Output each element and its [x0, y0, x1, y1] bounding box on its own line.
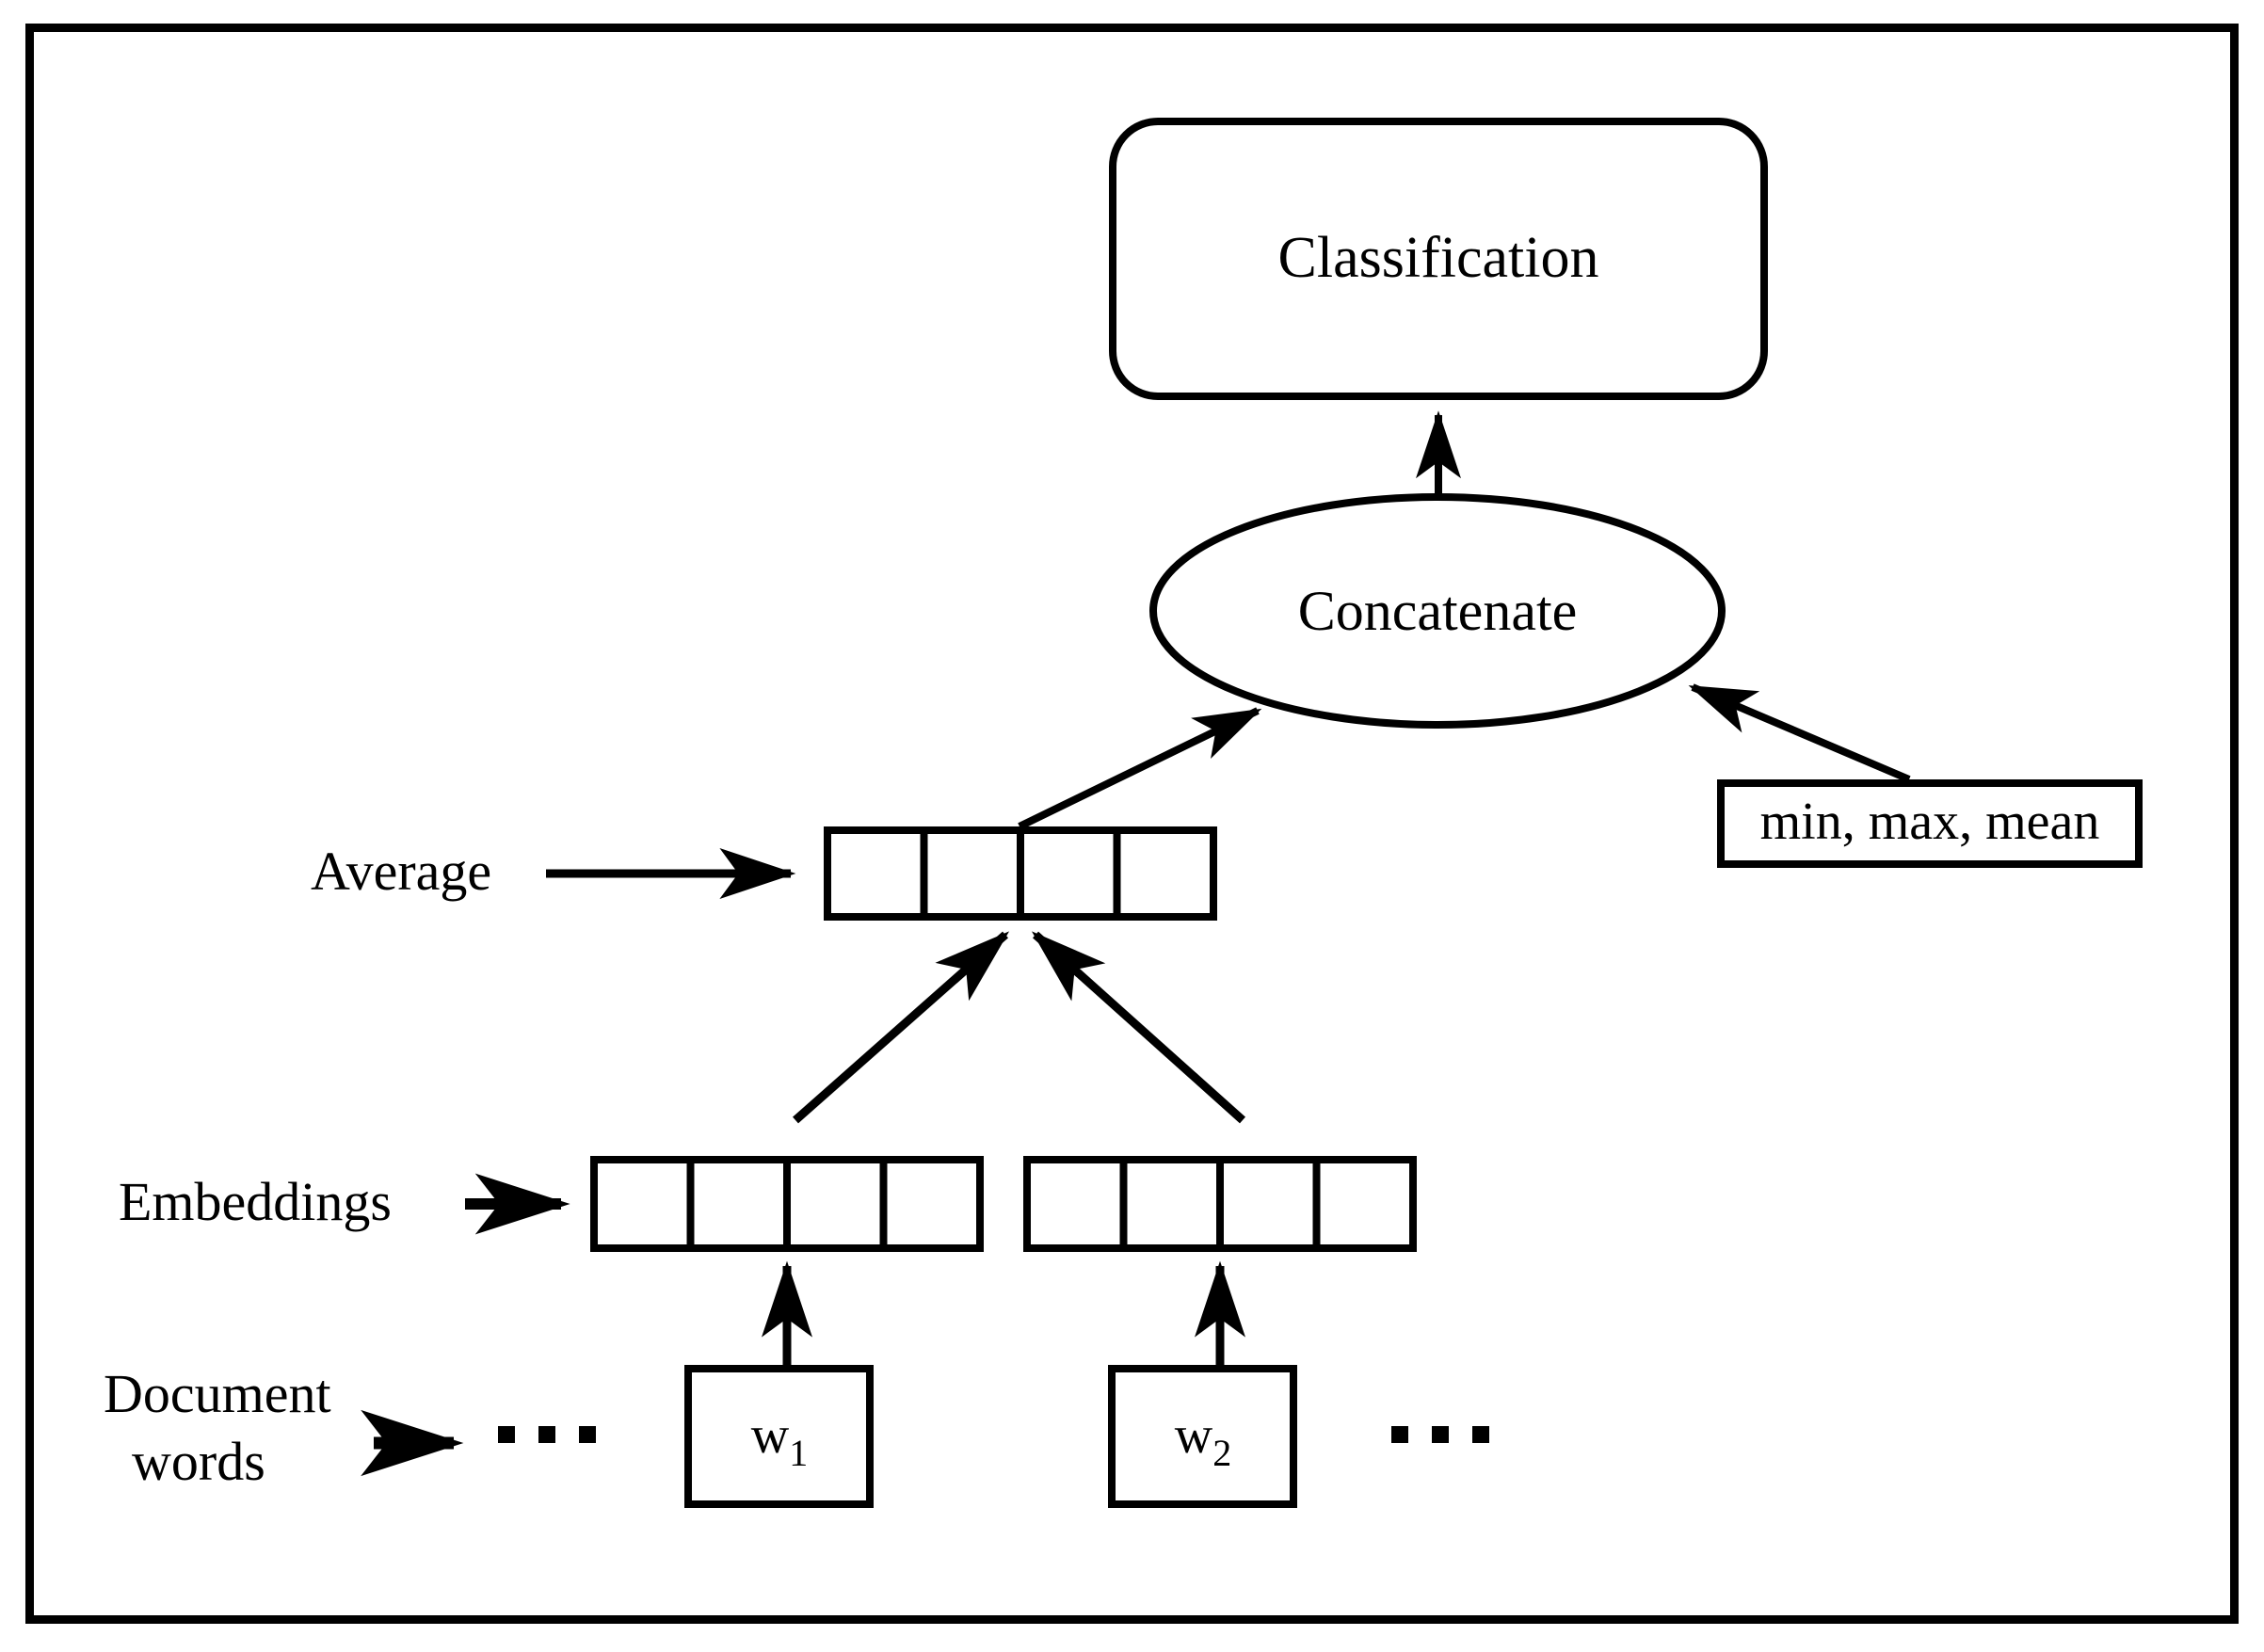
word-box-2-subscript: 2 — [1212, 1432, 1231, 1474]
embedding-vector-1[interactable] — [590, 1156, 984, 1252]
concatenate-ellipse[interactable] — [1149, 493, 1726, 729]
word-box-1-base: w — [751, 1406, 790, 1465]
min-max-mean-box[interactable] — [1717, 779, 2143, 868]
embedding-vector-2-cell[interactable] — [1312, 1156, 1417, 1252]
ellipsis-right — [1391, 1426, 1489, 1443]
word-box-2-base: w — [1175, 1406, 1213, 1465]
word-box-1[interactable] — [684, 1365, 874, 1508]
embedding-vector-2-cell[interactable] — [1023, 1156, 1128, 1252]
word-box-2-label: w2 — [1175, 1406, 1231, 1474]
embeddings-row-label: Embeddings — [119, 1171, 392, 1232]
word-box-1-subscript: 1 — [789, 1432, 808, 1474]
document-words-label-line2: words — [132, 1431, 265, 1492]
classification-label: Classification — [1278, 226, 1599, 290]
embedding-vector-2-cell[interactable] — [1216, 1156, 1321, 1252]
average-vector[interactable] — [824, 826, 1217, 921]
average-vector-cell[interactable] — [920, 826, 1024, 921]
embedding-vector-1-cell[interactable] — [783, 1156, 888, 1252]
average-vector-cell[interactable] — [824, 826, 928, 921]
classification-box[interactable] — [1109, 118, 1768, 400]
average-vector-cell[interactable] — [1017, 826, 1121, 921]
average-row-label: Average — [311, 841, 491, 902]
arrow-embedding-1-to-average — [793, 931, 1010, 1124]
arrow-embedding-2-to-average — [1031, 931, 1246, 1124]
min-max-mean-label: min, max, mean — [1760, 793, 2100, 851]
arrow-minmaxmean-to-concatenate — [1688, 683, 1911, 783]
concatenate-label: Concatenate — [1298, 580, 1578, 642]
document-words-label-line1: Document — [104, 1363, 331, 1424]
embedding-vector-2[interactable] — [1023, 1156, 1417, 1252]
embedding-vector-1-cell[interactable] — [590, 1156, 695, 1252]
embedding-vector-1-cell[interactable] — [879, 1156, 984, 1252]
average-vector-cell[interactable] — [1113, 826, 1217, 921]
embedding-vector-1-cell[interactable] — [686, 1156, 791, 1252]
ellipsis-left — [498, 1426, 596, 1443]
word-box-1-label: w1 — [751, 1406, 808, 1474]
embedding-vector-2-cell[interactable] — [1119, 1156, 1224, 1252]
word-box-2[interactable] — [1108, 1365, 1297, 1508]
arrow-average-to-concatenate — [1018, 707, 1262, 830]
